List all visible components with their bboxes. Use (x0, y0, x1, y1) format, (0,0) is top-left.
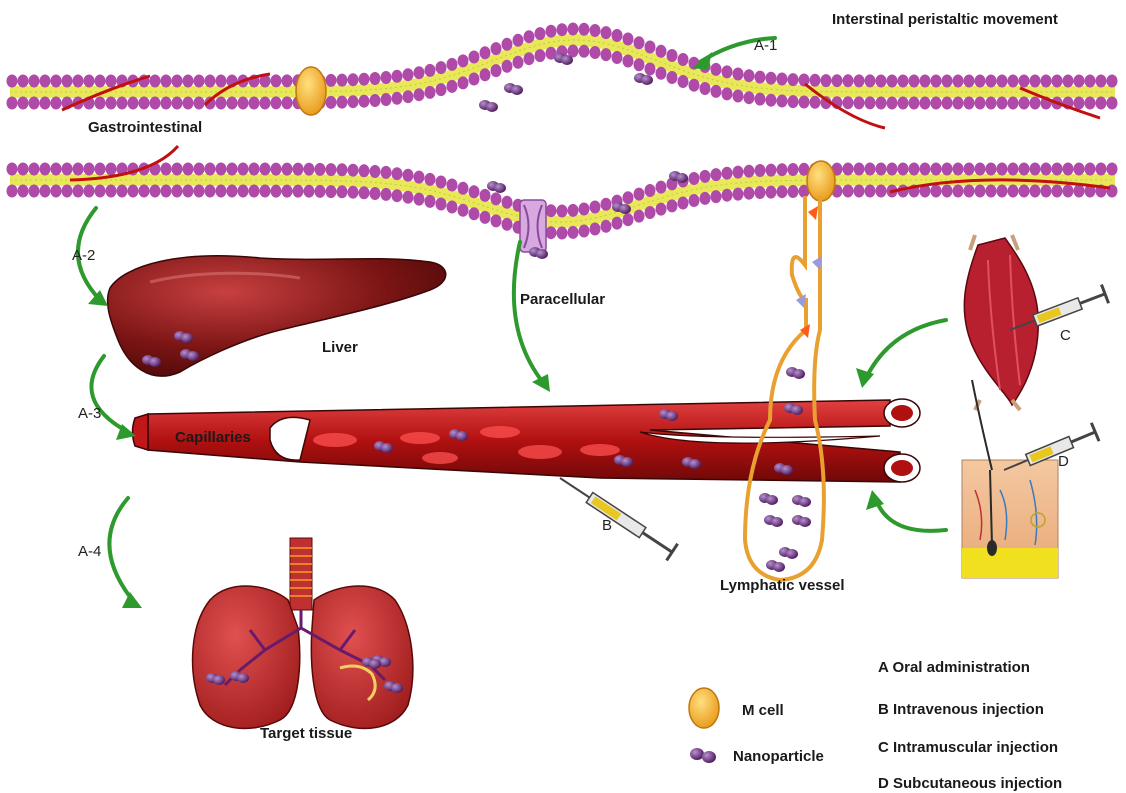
target-tissue-label: Target tissue (260, 725, 352, 742)
route-code-a3: A-3 (78, 405, 101, 422)
paracellular-label: Paracellular (520, 291, 605, 308)
nanoparticle (487, 181, 506, 193)
m-cell (807, 161, 835, 201)
legend-route-c: C Intramuscular injection (878, 739, 1058, 756)
legend: M cell Nanoparticle A Oral administratio… (689, 659, 1062, 792)
lymphatic-vessel (745, 196, 824, 580)
route-code-d: D (1058, 453, 1069, 470)
liver-label: Liver (322, 339, 358, 356)
movement-label: Interstinal peristaltic movement (832, 11, 1058, 28)
arrow-paracellular (514, 242, 545, 385)
lungs (193, 538, 413, 728)
skin-section (962, 460, 1058, 578)
nanoparticle (792, 495, 811, 507)
nanoparticle (766, 560, 785, 572)
nanoparticle (479, 100, 498, 112)
route-code-a1: A-1 (754, 37, 777, 54)
tight-junction (520, 200, 546, 252)
route-code-a2: A-2 (72, 247, 95, 264)
nanoparticle (504, 83, 523, 95)
route-code-c: C (1060, 327, 1071, 344)
legend-nanoparticle-icon (690, 748, 716, 763)
lymphatic-label: Lymphatic vessel (720, 577, 845, 594)
syringe-intravenous (554, 470, 677, 561)
legend-route-b: B Intravenous injection (878, 701, 1044, 718)
lower-membrane (7, 163, 1118, 240)
legend-m-cell-icon (689, 688, 719, 728)
arrow-a4 (109, 498, 134, 602)
upper-membrane (7, 23, 1118, 110)
gastrointestinal-label: Gastrointestinal (88, 119, 202, 136)
capillaries-label: Capillaries (175, 429, 251, 446)
route-code-a4: A-4 (78, 543, 101, 560)
arrow-skin (876, 500, 946, 531)
nanoparticle (759, 493, 778, 505)
m-cell (296, 67, 326, 115)
hair-strand (972, 380, 992, 470)
legend-nanoparticle-label: Nanoparticle (733, 748, 824, 765)
legend-route-d: D Subcutaneous injection (878, 775, 1062, 792)
route-code-b: B (602, 517, 612, 534)
nanoparticle (786, 367, 805, 379)
nanoparticle (792, 515, 811, 527)
arrow-muscle (866, 320, 946, 378)
legend-m-cell-label: M cell (742, 702, 784, 719)
legend-route-a: A Oral administration (878, 659, 1030, 676)
nanoparticle (764, 515, 783, 527)
nanoparticle (779, 547, 798, 559)
